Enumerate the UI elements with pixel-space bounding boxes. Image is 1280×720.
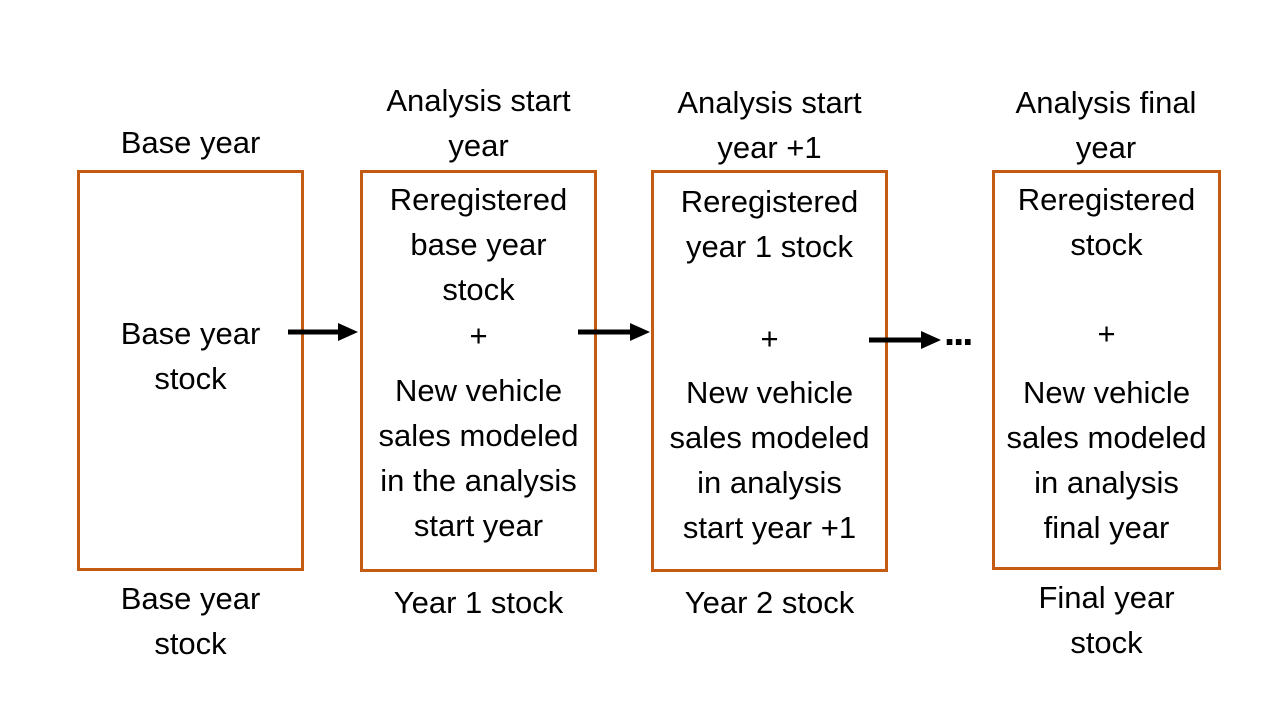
stage-1-top-label: Analysis start year [386, 83, 571, 163]
stage-1-box-reregistered: Reregistered base year stock [389, 182, 568, 307]
stage-2-box-plus: + [760, 321, 779, 356]
stage-2-top-label: Analysis start year +1 [677, 85, 862, 165]
stage-1-box [360, 170, 597, 572]
stage-1-box-plus: + [469, 318, 488, 353]
stage-1-box-new-sales: New vehicle sales modeled in the analysi… [378, 373, 579, 543]
stage-2-bottom-label: Year 2 stock [684, 585, 855, 620]
stage-1-bottom-label: Year 1 stock [393, 585, 564, 620]
stage-0-box-text: Base year stock [120, 316, 261, 396]
arrow-1-to-2 [578, 323, 650, 341]
arrow-0-to-1 [288, 323, 358, 341]
stage-3-box-new-sales: New vehicle sales modeled in analysis fi… [1006, 375, 1207, 545]
stage-3-bottom-label: Final year stock [1038, 580, 1175, 660]
stage-0-box [77, 170, 304, 571]
stage-2-box-new-sales: New vehicle sales modeled in analysis st… [669, 375, 870, 545]
stage-3-top-label: Analysis final year [1015, 85, 1197, 165]
stage-2-box-reregistered: Reregistered year 1 stock [680, 184, 859, 264]
stage-3-box [992, 170, 1221, 570]
stage-2-box [651, 170, 888, 572]
arrow-2-to-ellipsis [869, 331, 941, 349]
ellipsis: ... [944, 310, 973, 354]
stage-3-box-plus: + [1097, 316, 1116, 351]
stage-3-box-reregistered: Reregistered stock [1017, 182, 1196, 262]
stage-0-bottom-label: Base year stock [120, 581, 261, 661]
stage-0-top-label: Base year [120, 125, 261, 160]
